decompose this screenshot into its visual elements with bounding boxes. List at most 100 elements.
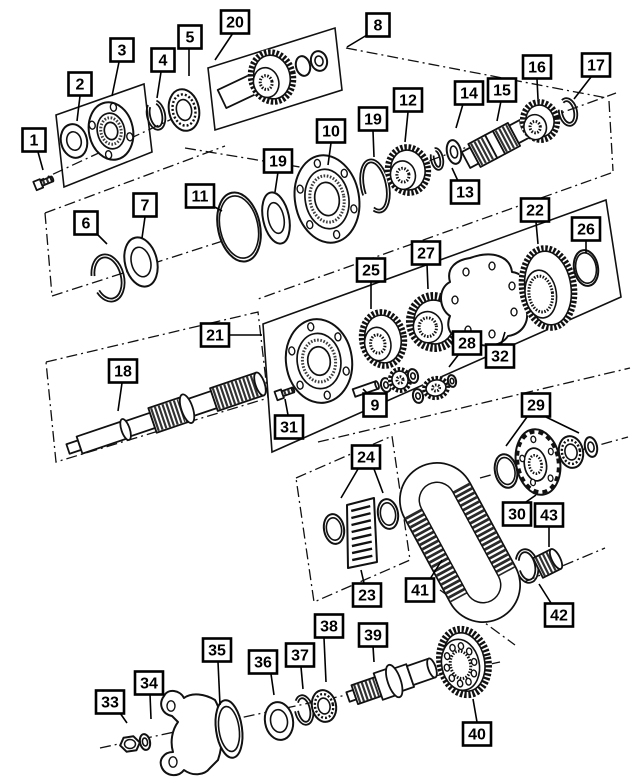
callout-17[interactable]: 17 — [580, 52, 612, 78]
callout-number-27: 27 — [417, 246, 435, 263]
callout-9[interactable]: 9 — [362, 392, 388, 418]
callout-31[interactable]: 31 — [273, 414, 305, 440]
leader-line-42 — [538, 583, 552, 604]
leader-line-22 — [535, 221, 539, 245]
leader-line-40 — [472, 698, 478, 723]
callout-6[interactable]: 6 — [73, 210, 99, 236]
callout-24[interactable]: 24 — [350, 444, 382, 470]
callout-35[interactable]: 35 — [201, 637, 233, 663]
callout-number-41: 41 — [411, 583, 429, 600]
callout-41[interactable]: 41 — [404, 577, 436, 603]
part-snap-ring-front — [145, 99, 167, 131]
callout-number-29: 29 — [527, 398, 545, 415]
callout-34[interactable]: 34 — [133, 670, 165, 696]
callout-14[interactable]: 14 — [453, 80, 485, 106]
callout-16[interactable]: 16 — [521, 54, 553, 80]
leader-line-39 — [372, 645, 375, 663]
part-snap-ring-mid — [90, 253, 126, 303]
parts-layer — [32, 49, 600, 776]
callout-number-21: 21 — [206, 328, 224, 345]
callout-38[interactable]: 38 — [313, 613, 345, 639]
leader-line-34 — [149, 693, 152, 720]
leader-line-19 — [274, 171, 279, 193]
leader-line-17 — [573, 76, 592, 100]
callout-13[interactable]: 13 — [449, 179, 481, 205]
leader-line-24 — [340, 468, 359, 499]
callout-25[interactable]: 25 — [355, 257, 387, 283]
callout-42[interactable]: 42 — [543, 602, 575, 628]
callout-number-22: 22 — [526, 203, 544, 220]
part-planet-carrier-front — [293, 154, 361, 244]
leader-line-28 — [448, 353, 460, 368]
callout-43[interactable]: 43 — [533, 502, 565, 528]
callout-20[interactable]: 20 — [219, 9, 251, 35]
callout-30[interactable]: 30 — [501, 501, 533, 527]
leader-line-3 — [111, 61, 120, 97]
callout-27[interactable]: 27 — [410, 240, 442, 266]
part-seal-washer — [138, 733, 152, 751]
part-range-hub-gear — [518, 245, 578, 331]
boundary-input-shaft-group — [207, 26, 343, 132]
callout-7[interactable]: 7 — [132, 192, 158, 218]
callout-39[interactable]: 39 — [357, 622, 389, 648]
leader-line-29 — [545, 416, 580, 434]
callout-26[interactable]: 26 — [570, 216, 602, 242]
callout-19[interactable]: 19 — [357, 106, 389, 132]
callout-number-32: 32 — [491, 349, 509, 366]
callout-2[interactable]: 2 — [67, 71, 93, 97]
leader-line-1 — [37, 151, 44, 171]
callout-36[interactable]: 36 — [247, 649, 279, 675]
callout-5[interactable]: 5 — [177, 24, 203, 50]
leader-line-4 — [156, 71, 162, 99]
part-dished-washer — [261, 191, 291, 245]
callout-number-26: 26 — [577, 222, 595, 239]
centerline-dashdot — [317, 367, 631, 443]
callout-32[interactable]: 32 — [484, 343, 516, 369]
leader-line-37 — [300, 666, 304, 690]
callout-10[interactable]: 10 — [315, 118, 347, 144]
callout-1[interactable]: 1 — [21, 127, 47, 153]
part-mainshaft-front-section — [460, 118, 533, 169]
callout-29[interactable]: 29 — [520, 392, 552, 418]
callout-number-10: 10 — [322, 124, 340, 141]
part-drive-sprocket — [436, 625, 492, 699]
callout-19[interactable]: 19 — [262, 148, 294, 174]
leader-line-14 — [455, 103, 464, 129]
part-input-bearing — [167, 88, 201, 132]
callout-22[interactable]: 22 — [519, 197, 551, 223]
callout-40[interactable]: 40 — [461, 721, 493, 747]
callout-number-18: 18 — [114, 364, 132, 381]
callout-3[interactable]: 3 — [109, 37, 135, 63]
callout-28[interactable]: 28 — [451, 330, 483, 356]
callout-number-31: 31 — [280, 420, 298, 437]
part-pinion-washer-c — [411, 388, 425, 404]
leader-line-38 — [323, 637, 327, 683]
part-yoke-nut — [119, 735, 141, 753]
callout-12[interactable]: 12 — [392, 87, 424, 113]
leader-line-27 — [426, 263, 429, 290]
callout-4[interactable]: 4 — [150, 47, 176, 73]
callout-number-3: 3 — [118, 43, 127, 60]
callout-21[interactable]: 21 — [199, 322, 231, 348]
part-carrier-bolt — [273, 386, 296, 402]
callout-37[interactable]: 37 — [284, 642, 316, 668]
leader-line-10 — [327, 142, 332, 166]
part-front-bearing-retainer — [87, 101, 135, 161]
callout-number-1: 1 — [30, 133, 39, 150]
leader-line-16 — [536, 78, 539, 100]
leader-line-18 — [117, 382, 123, 412]
part-ball-bearing — [310, 689, 338, 723]
callout-23[interactable]: 23 — [351, 582, 383, 608]
callout-18[interactable]: 18 — [107, 358, 139, 384]
part-strainer-o-ring — [376, 498, 400, 530]
callout-number-25: 25 — [362, 263, 380, 280]
part-vent-o-ring — [322, 513, 346, 545]
callout-number-24: 24 — [357, 450, 375, 467]
callout-33[interactable]: 33 — [94, 689, 126, 715]
part-mounting-screw — [32, 175, 55, 192]
callout-15[interactable]: 15 — [486, 77, 518, 103]
part-pinion-washer-d — [446, 374, 458, 388]
callout-8[interactable]: 8 — [365, 12, 391, 38]
callout-11[interactable]: 11 — [184, 183, 216, 209]
